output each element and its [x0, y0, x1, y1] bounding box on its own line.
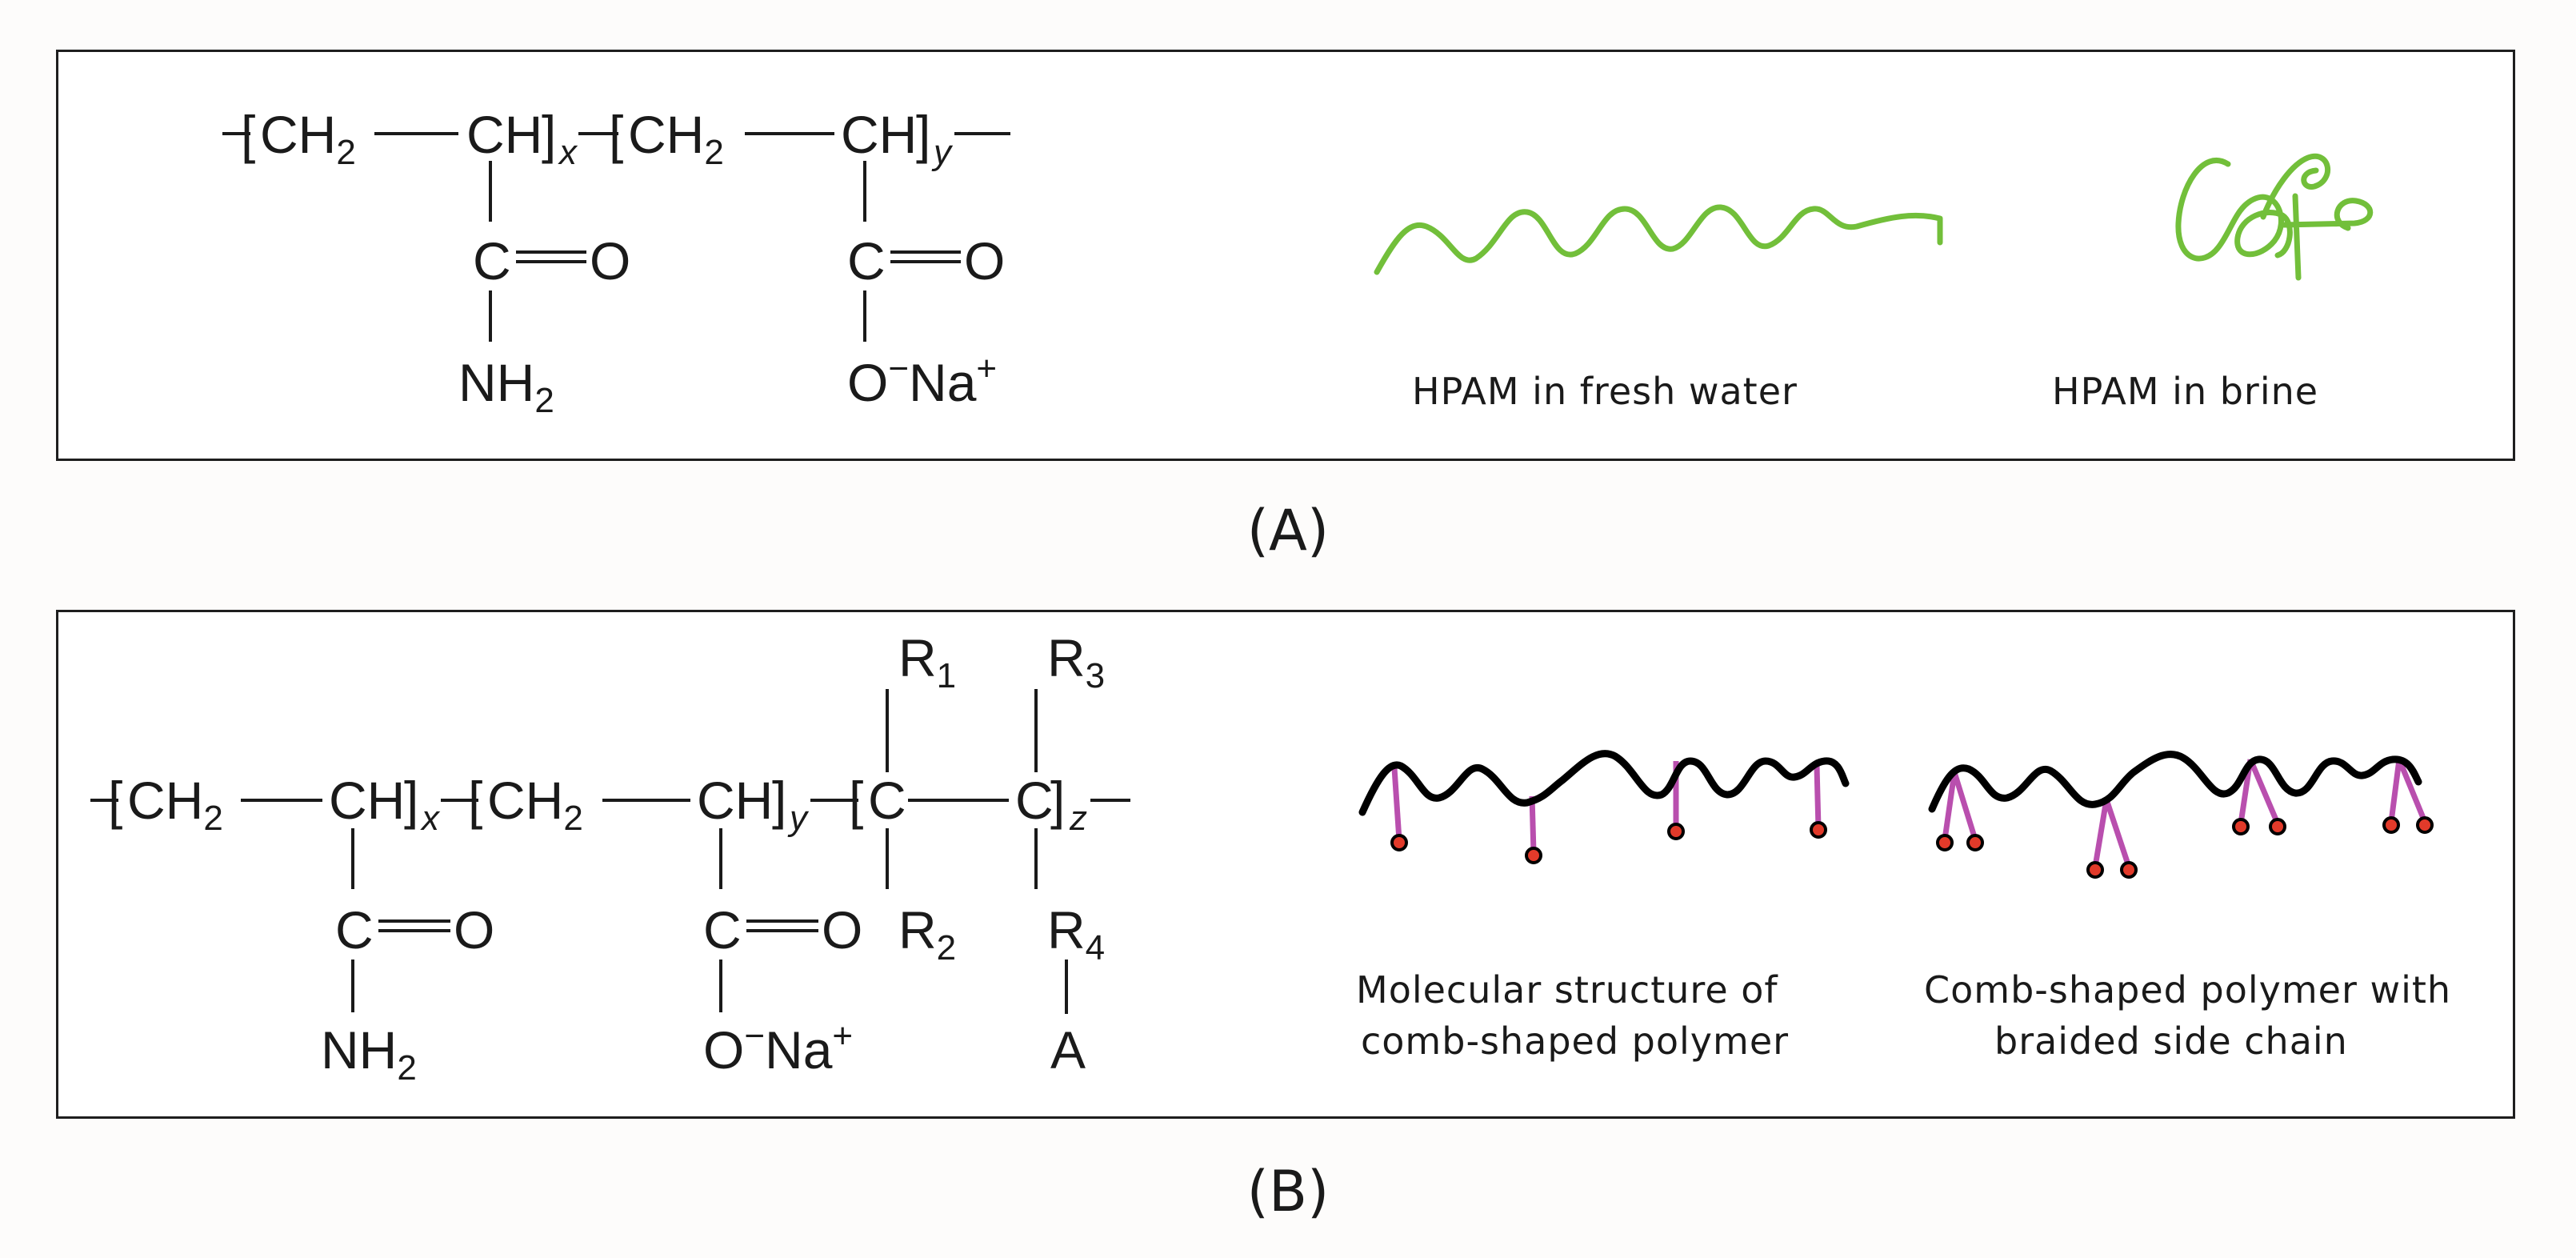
svg-text:R2: R2 — [898, 900, 956, 968]
o-text-b: O — [703, 1020, 744, 1080]
r1-text: R — [898, 628, 937, 687]
bracket-open-z: [ — [849, 771, 863, 830]
svg-text:R4: R4 — [1047, 900, 1105, 968]
coiled-chain-icon — [2175, 153, 2374, 281]
carbon-z2: C — [1015, 771, 1054, 830]
r4-sub: 4 — [1086, 928, 1105, 968]
svg-text:R1: R1 — [898, 628, 956, 695]
bracket-open-y: [ — [609, 105, 623, 164]
ch-text-2: CH — [841, 105, 917, 164]
a-text: A — [1050, 1020, 1086, 1080]
subscript-y-b: y — [787, 799, 810, 838]
caption-comb-line1: Molecular structure of — [1356, 968, 1778, 1012]
caption-braided-line2: braided side chain — [1994, 1020, 2348, 1063]
ch2-text-b2: CH — [487, 771, 563, 830]
na-plus: + — [976, 349, 997, 388]
carboxyl-carbon: C — [847, 231, 886, 290]
bracket-close-z: ] — [1050, 771, 1065, 830]
svg-text:O−Na+: O−Na+ — [847, 349, 997, 412]
bracket-close-y-b: ] — [772, 771, 786, 830]
svg-text:R3: R3 — [1047, 628, 1105, 695]
o-text: O — [847, 353, 888, 412]
ch-text-b2: CH — [697, 771, 773, 830]
ch2-sub-b2: 2 — [563, 799, 582, 838]
svg-text:CH: CH — [466, 105, 542, 164]
caption-fresh-water: HPAM in fresh water — [1412, 370, 1798, 413]
svg-text:CH2: CH2 — [487, 771, 583, 838]
amide-carbon-b: C — [335, 900, 374, 960]
carboxyl-carbon-b: C — [703, 900, 742, 960]
hpam-structural-formula: [ CH2 CH ] x [ CH2 CH ] y C O NH2 C — [222, 105, 1010, 420]
nh2-sub: 2 — [534, 381, 554, 420]
amide-carbon: C — [473, 231, 511, 290]
svg-text:O−Na+: O−Na+ — [703, 1016, 853, 1080]
svg-text:NH2: NH2 — [458, 353, 554, 420]
ch2-text-b1: CH — [127, 771, 203, 830]
caption-braided-line1: Comb-shaped polymer with — [1924, 968, 2451, 1012]
ch-text-b1: CH — [329, 771, 405, 830]
panel-a-drawing: [ CH2 CH ] x [ CH2 CH ] y C O NH2 C — [222, 105, 2374, 420]
svg-text:CH2: CH2 — [260, 105, 356, 172]
nh2-text: NH — [458, 353, 534, 412]
panel-label-a: (A) — [1246, 498, 1330, 563]
svg-text:CH2: CH2 — [628, 105, 724, 172]
comb-polymer-structural-formula: [ CH2 CH ] x [ CH2 CH ] y [ C C ] z R1 R — [90, 628, 1130, 1088]
braided-comb-polymer-icon — [1928, 751, 2434, 879]
caption-comb-line2: comb-shaped polymer — [1361, 1020, 1789, 1063]
caption-brine: HPAM in brine — [2052, 370, 2318, 413]
amide-oxygen: O — [590, 231, 630, 290]
ch2-sub: 2 — [336, 133, 355, 172]
svg-text:NH2: NH2 — [321, 1020, 417, 1088]
subscript-x: x — [558, 133, 578, 172]
carboxyl-oxygen-b: O — [822, 900, 862, 960]
svg-text:CH2: CH2 — [127, 771, 223, 838]
panel-label-b: (B) — [1246, 1159, 1330, 1224]
bracket-close-x-b: ] — [404, 771, 418, 830]
extended-chain-icon — [1374, 204, 1943, 275]
bracket-open-x-b: [ — [108, 771, 122, 830]
r3-sub: 3 — [1086, 656, 1105, 695]
o-minus-b: − — [744, 1016, 765, 1056]
carbon-z1: C — [868, 771, 906, 830]
na-text: Na — [909, 353, 977, 412]
panel-b: [ CH2 CH ] x [ CH2 CH ] y [ C C ] z R1 R — [56, 610, 2515, 1119]
nh2-sub-b: 2 — [397, 1048, 416, 1088]
r1-sub: 1 — [937, 656, 956, 695]
ch2-sub-b1: 2 — [203, 799, 222, 838]
ch-text: CH — [466, 105, 542, 164]
bracket-open-y-b: [ — [468, 771, 482, 830]
panel-b-drawing: [ CH2 CH ] x [ CH2 CH ] y [ C C ] z R1 R — [90, 628, 2451, 1088]
bracket-open-x: [ — [241, 105, 255, 164]
subscript-y: y — [931, 133, 954, 172]
r2-text: R — [898, 900, 937, 960]
amide-oxygen-b: O — [454, 900, 494, 960]
na-text-b: Na — [765, 1020, 833, 1080]
carboxyl-oxygen: O — [964, 231, 1005, 290]
subscript-z: z — [1069, 799, 1087, 838]
panel-a: [ CH2 CH ] x [ CH2 CH ] y C O NH2 C — [56, 50, 2515, 461]
r4-text: R — [1047, 900, 1086, 960]
bracket-close-y: ] — [916, 105, 930, 164]
na-plus-b: + — [832, 1016, 853, 1056]
nh2-text-b: NH — [321, 1020, 397, 1080]
ch2-text: CH — [260, 105, 336, 164]
o-minus: − — [888, 349, 909, 388]
ch2-sub-2: 2 — [704, 133, 723, 172]
r2-sub: 2 — [937, 928, 956, 968]
r3-text: R — [1047, 628, 1086, 687]
comb-polymer-icon — [1358, 750, 1850, 864]
bracket-close-x: ] — [542, 105, 556, 164]
subscript-x-b: x — [420, 799, 441, 838]
ch2-text-2: CH — [628, 105, 704, 164]
